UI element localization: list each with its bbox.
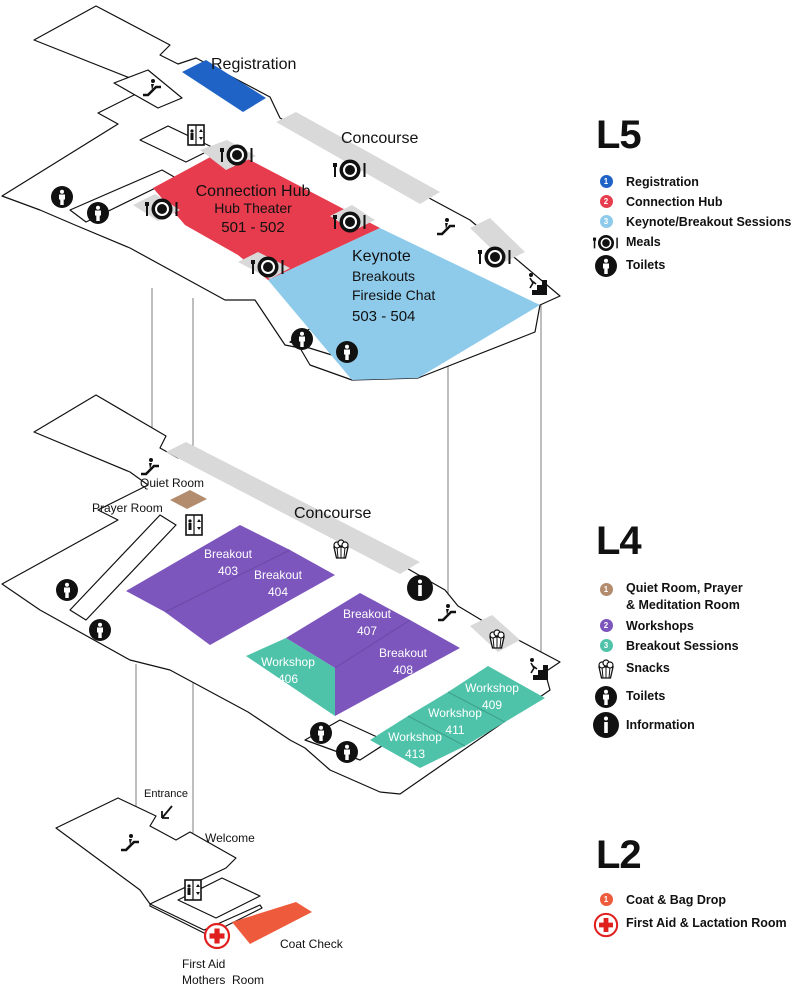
level-4-heading: L4 — [596, 519, 642, 563]
workshop-411-area — [408, 692, 505, 746]
label-mothers-room: Mothers Room — [182, 973, 264, 987]
coat-check-area — [232, 902, 312, 944]
l4-concourse-band — [166, 442, 420, 574]
keynote-area — [268, 228, 540, 380]
toilet-icon — [336, 741, 358, 763]
label-breakout-404: Breakout — [254, 568, 303, 582]
information-icon — [407, 575, 433, 601]
breakout-408-area — [335, 620, 460, 716]
label-breakouts: Breakouts — [352, 268, 415, 284]
level-5-heading: L5 — [596, 113, 642, 157]
marker-2-icon: 2 — [599, 619, 613, 632]
toilet-icon — [87, 202, 109, 224]
label-l5-concourse: Concourse — [341, 130, 418, 147]
label-welcome: Welcome — [205, 831, 255, 845]
information-icon — [593, 712, 619, 738]
l2-floor-outline — [55, 797, 237, 905]
label-breakout-407: Breakout — [343, 607, 392, 621]
marker-1-icon: 1 — [599, 583, 613, 596]
elevator-icon — [187, 124, 205, 146]
toilet-icon — [56, 579, 78, 601]
label-workshop-409: Workshop — [465, 681, 519, 695]
marker-2-icon: 2 — [599, 195, 613, 208]
quiet-room-area — [170, 490, 207, 509]
label-fireside-chat: Fireside Chat — [352, 287, 435, 303]
label-registration: Registration — [211, 56, 296, 73]
toilet-icon — [310, 722, 332, 744]
toilet-icon — [51, 186, 73, 208]
toilet-icon — [89, 619, 111, 641]
label-breakout-408: Breakout — [379, 646, 428, 660]
breakout-407-area — [286, 593, 410, 668]
l5-concourse-band — [276, 112, 440, 204]
workshop-406-area — [246, 638, 335, 716]
label-keynote: Keynote — [352, 248, 411, 265]
elevator-icon — [185, 514, 203, 536]
label-rooms-503-504: 503 - 504 — [352, 308, 415, 325]
marker-1-icon: 1 — [599, 175, 613, 188]
level-4-map: Quiet Room Prayer Room Concourse Breakou… — [1, 394, 561, 795]
label-413: 413 — [405, 747, 425, 761]
label-406: 406 — [278, 672, 298, 686]
level-2-map: Entrance Welcome Coat Check First Aid Mo… — [55, 788, 344, 987]
label-404: 404 — [268, 585, 288, 599]
elevator-icon — [184, 879, 202, 901]
breakout-404-area — [165, 550, 335, 645]
workshop-413-area — [370, 716, 465, 768]
first-aid-icon — [593, 912, 619, 938]
meals-icon — [593, 234, 618, 252]
registration-area — [182, 60, 266, 112]
label-quiet-room: Quiet Room — [140, 476, 204, 490]
breakout-403-area — [126, 525, 290, 612]
label-408: 408 — [393, 663, 413, 677]
level-2-heading: L2 — [596, 833, 642, 877]
label-411: 411 — [445, 723, 464, 737]
label-connection-hub: Connection Hub — [196, 183, 311, 200]
first-aid-icon — [203, 922, 231, 950]
workshop-409-area — [448, 666, 545, 722]
label-prayer-room: Prayer Room — [92, 501, 163, 515]
snacks-icon — [598, 659, 614, 679]
label-l4-concourse: Concourse — [294, 505, 371, 522]
label-rooms-501-502: 501 - 502 — [221, 219, 284, 236]
label-workshop-413: Workshop — [388, 730, 442, 744]
marker-1-icon: 1 — [599, 893, 613, 906]
snacks-icon — [333, 539, 349, 559]
snacks-icon — [489, 629, 505, 649]
toilet-icon — [595, 686, 617, 708]
label-hub-theater: Hub Theater — [214, 200, 292, 216]
toilet-icon — [595, 255, 617, 277]
marker-3-icon: 3 — [599, 215, 613, 228]
label-407: 407 — [357, 624, 377, 638]
toilet-icon — [291, 328, 313, 350]
label-409: 409 — [482, 698, 502, 712]
connection-hub-area — [153, 148, 380, 280]
l5-concourse-band-2 — [470, 218, 525, 262]
label-coat-check: Coat Check — [280, 937, 344, 951]
label-403: 403 — [218, 564, 238, 578]
label-workshop-411: Workshop — [428, 706, 482, 720]
label-entrance: Entrance — [144, 788, 188, 800]
label-workshop-406: Workshop — [261, 655, 315, 669]
toilet-icon — [336, 341, 358, 363]
marker-3-icon: 3 — [599, 639, 613, 652]
level-connector-lines — [135, 288, 542, 884]
level-5-map: Registration Concourse Connection Hub Hu… — [1, 5, 561, 381]
label-first-aid: First Aid — [182, 957, 225, 971]
label-breakout-403: Breakout — [204, 547, 253, 561]
entrance-arrow-icon — [161, 805, 173, 819]
